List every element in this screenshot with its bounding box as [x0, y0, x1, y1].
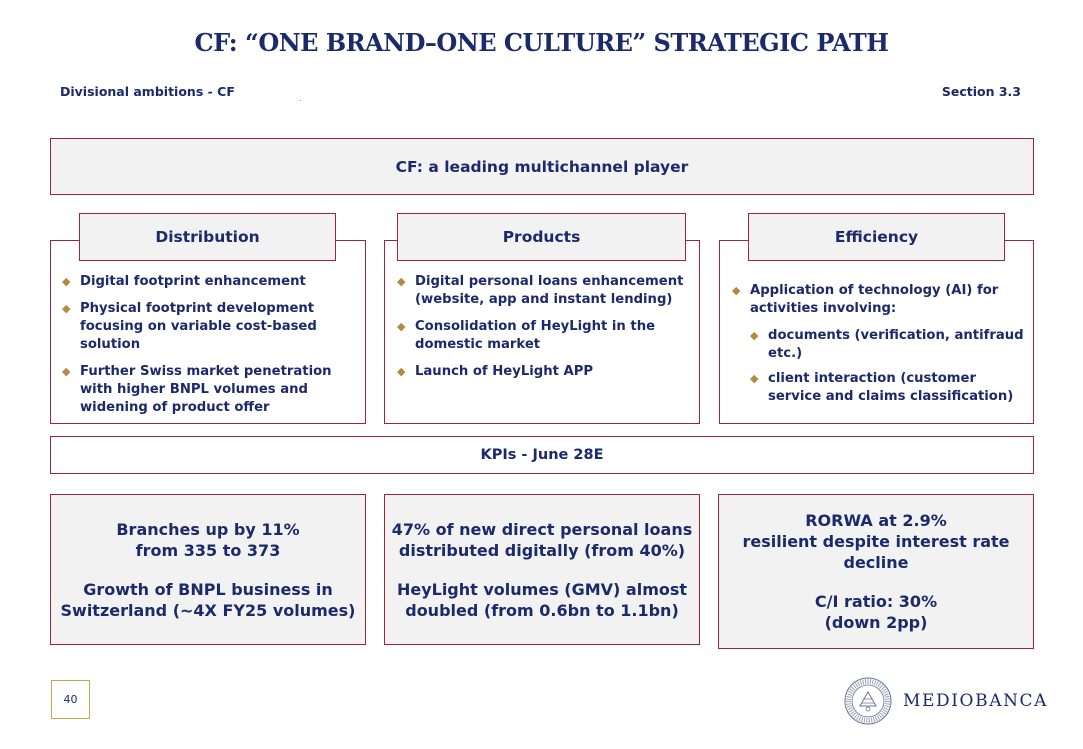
diamond-bullet-icon: ◆ — [750, 329, 759, 342]
diamond-bullet-icon: ◆ — [397, 275, 406, 288]
diamond-bullet-icon: ◆ — [732, 284, 741, 297]
diamond-bullet-icon: ◆ — [397, 320, 406, 333]
list-item: ◆client interaction (customer service an… — [750, 371, 1014, 404]
efficiency-heading-text: Efficiency — [834, 228, 919, 246]
list-item: ◆Consolidation of HeyLight in the domest… — [397, 319, 656, 352]
distribution-heading: Distribution — [79, 213, 336, 261]
list-item: ◆Digital footprint enhancement — [62, 274, 306, 289]
efficiency-panel — [719, 240, 1034, 424]
kpi-text: distributed digitally (from 40%) — [398, 540, 686, 560]
kpi-text: Growth of BNPL business in — [83, 579, 333, 599]
kpi-banner-text: KPIs - June 28E — [480, 447, 604, 463]
products-panel — [384, 240, 700, 424]
logo-wordmark: MEDIOBANCA — [903, 691, 1049, 711]
kpi-box-distribution: Branches up by 11% from 335 to 373 Growt… — [50, 494, 366, 645]
kpi-text: resilient despite interest rate — [742, 532, 1010, 551]
diamond-bullet-icon: ◆ — [62, 275, 71, 288]
diamond-bullet-icon: ◆ — [750, 372, 759, 385]
headline-banner-text: CF: a leading multichannel player — [395, 157, 689, 176]
headline-banner: CF: a leading multichannel player — [50, 138, 1034, 195]
page-number: 40 — [51, 680, 90, 719]
division-label: Divisional ambitions - CF — [60, 84, 235, 99]
products-bullets: ◆Digital personal loans enhancement (web… — [395, 273, 695, 390]
list-item: ◆Application of technology (AI) for acti… — [732, 283, 999, 316]
products-heading-text: Products — [502, 228, 581, 246]
distribution-bullets: ◆Digital footprint enhancement ◆Physical… — [60, 273, 360, 426]
diamond-bullet-icon: ◆ — [397, 365, 406, 378]
kpi-text: C/I ratio: 30% — [814, 592, 938, 611]
kpi-text: HeyLight volumes (GMV) almost — [396, 579, 688, 599]
list-item: ◆Launch of HeyLight APP — [397, 364, 594, 379]
efficiency-bullets: ◆Application of technology (AI) for acti… — [730, 282, 1028, 413]
kpi-banner: KPIs - June 28E — [50, 436, 1034, 474]
kpi-box-efficiency: RORWA at 2.9% resilient despite interest… — [718, 494, 1034, 649]
kpi-text: Switzerland (~4X FY25 volumes) — [60, 600, 356, 620]
page-title: CF: “ONE BRAND–ONE CULTURE” STRATEGIC PA… — [194, 28, 889, 57]
section-label: Section 3.3 — [941, 84, 1021, 99]
kpi-text: Branches up by 11% — [116, 519, 300, 539]
diamond-bullet-icon: ◆ — [62, 365, 71, 378]
kpi-text: from 335 to 373 — [135, 540, 281, 560]
list-item: ◆Physical footprint development focusing… — [62, 301, 317, 352]
kpi-text: doubled (from 0.6bn to 1.1bn) — [405, 600, 679, 620]
distribution-heading-text: Distribution — [155, 228, 260, 246]
list-item: ◆Digital personal loans enhancement (web… — [397, 274, 684, 307]
stray-dot — [300, 100, 301, 101]
list-item: ◆documents (verification, antifraud etc.… — [750, 328, 1024, 361]
kpi-box-products: 47% of new direct personal loans distrib… — [384, 494, 700, 645]
mediobanca-seal-icon — [844, 677, 892, 725]
kpi-text: (down 2pp) — [824, 613, 928, 632]
kpi-text: decline — [843, 553, 909, 572]
list-item: ◆Further Swiss market penetration with h… — [62, 364, 332, 415]
kpi-text: 47% of new direct personal loans — [391, 519, 693, 539]
products-heading: Products — [397, 213, 686, 261]
efficiency-heading: Efficiency — [748, 213, 1005, 261]
diamond-bullet-icon: ◆ — [62, 302, 71, 315]
kpi-text: RORWA at 2.9% — [805, 511, 947, 530]
distribution-panel — [50, 240, 366, 424]
mediobanca-logo: MEDIOBANCA — [843, 676, 1048, 726]
